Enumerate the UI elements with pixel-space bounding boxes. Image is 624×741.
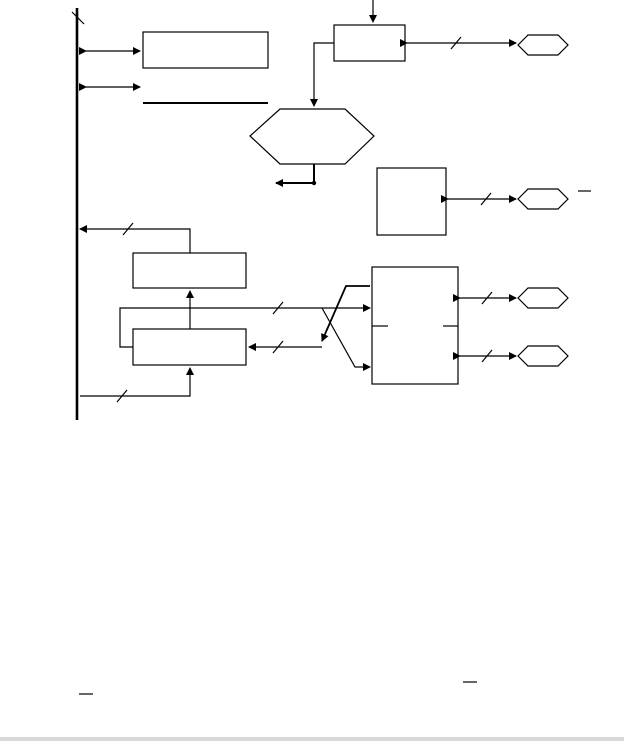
slash-middle-block-pin	[480, 192, 492, 206]
block-left-lower	[132, 328, 247, 366]
block-left-upper	[132, 252, 247, 289]
slash-bottom-line	[116, 389, 128, 403]
slash-cross-line	[272, 340, 284, 354]
footer-rule	[0, 737, 624, 741]
pin-hexagon-4	[517, 345, 569, 367]
slash-pin-3	[481, 291, 493, 305]
pin-hexagon-3	[517, 287, 569, 309]
bus-width-slash	[71, 11, 85, 25]
pin-hexagon-1	[517, 34, 569, 56]
arrow-bus-to-lower-block	[80, 367, 194, 397]
arrow-cross-to-block	[321, 307, 371, 371]
large-hexagon	[249, 108, 375, 165]
slash-upper-feedback	[122, 222, 134, 236]
block-top-right	[333, 24, 406, 62]
arrow-to-bus-upper	[79, 225, 191, 253]
arrow-top-block-hexagon	[310, 42, 334, 107]
arrow-cross-down	[321, 285, 370, 342]
arrow-hexagon-output	[275, 164, 315, 187]
block-middle-right	[376, 167, 447, 236]
loop-line	[119, 304, 371, 348]
junction-dot	[311, 180, 317, 186]
slash-top-block-pin	[450, 36, 462, 50]
block-top-left	[142, 31, 269, 69]
pin-hexagon-2	[517, 188, 569, 210]
slash-pin-4	[481, 349, 493, 363]
slash-loop-line	[272, 301, 284, 315]
